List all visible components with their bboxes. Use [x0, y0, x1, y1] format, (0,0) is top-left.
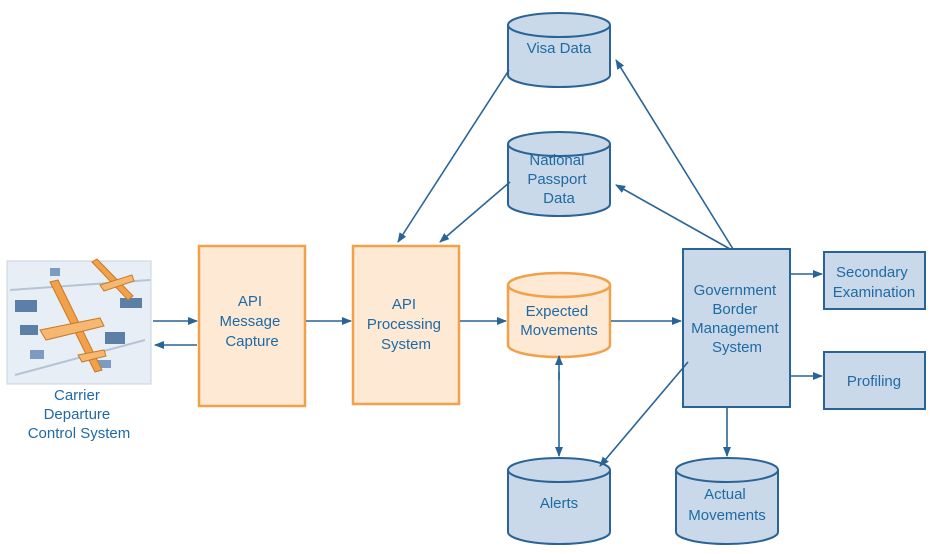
- api-processing-system-label: API Processing System: [367, 296, 445, 353]
- arrow-gbms-to-alerts: [599, 361, 689, 467]
- terminal-building: [20, 325, 38, 335]
- terminal-building: [95, 360, 111, 368]
- expected-movements-cylinder: [506, 271, 612, 359]
- airplane-icon: [91, 258, 135, 301]
- arrow-visa-to-processing: [397, 69, 510, 243]
- api-processing-system-box: [351, 244, 461, 406]
- alerts-label: Alerts: [540, 495, 578, 512]
- secondary-examination-label: Secondary Examination: [833, 264, 916, 301]
- airport-illustration: [6, 258, 152, 385]
- arrow-gbms-to-visa: [615, 59, 734, 250]
- terminal-building: [120, 298, 142, 308]
- arrow-gbms-to-passport: [615, 184, 731, 250]
- visa-data-cylinder: [507, 12, 611, 88]
- gbms-box: [682, 248, 791, 408]
- national-passport-data-label: National Passport Data: [527, 152, 590, 207]
- terminal-building: [105, 332, 125, 344]
- actual-movements-label: Actual Movements: [688, 486, 766, 524]
- terminal-building: [50, 268, 60, 276]
- actual-movements-cylinder: [675, 457, 779, 545]
- airplane-icon: [39, 279, 107, 373]
- expected-movements-label: Expected Movements: [520, 303, 598, 339]
- terminal-building: [15, 300, 37, 312]
- arrow-passport-to-processing: [439, 181, 511, 243]
- alerts-cylinder: [507, 457, 611, 545]
- national-passport-data-cylinder: [507, 131, 611, 217]
- api-message-capture-box: [197, 244, 307, 408]
- visa-data-label: Visa Data: [527, 40, 592, 57]
- profiling-label: Profiling: [847, 373, 901, 390]
- carrier-label: Carrier Departure Control System: [28, 387, 131, 442]
- api-message-capture-label: API Message Capture: [219, 293, 284, 350]
- profiling-box: [823, 351, 926, 410]
- terminal-building: [30, 350, 44, 359]
- gbms-label: Government Border Management System: [691, 282, 783, 356]
- secondary-examination-box: [823, 251, 926, 310]
